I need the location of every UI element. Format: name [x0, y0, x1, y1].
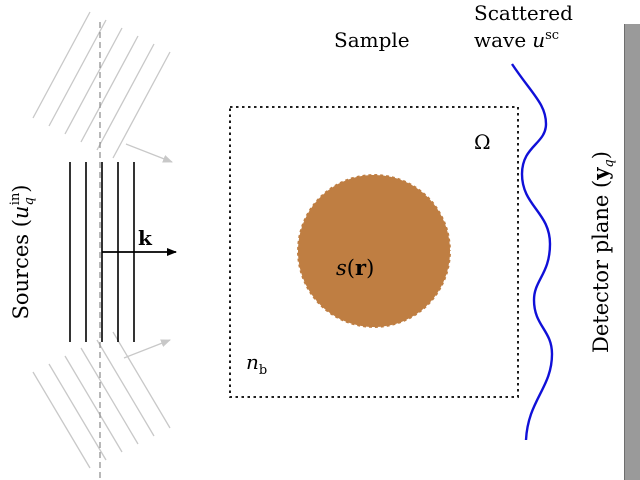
upper-tilted-wavefronts — [32, 11, 171, 159]
lower-wave-arrow — [123, 339, 171, 359]
omega-label: Ω — [474, 130, 491, 154]
scattering-object — [296, 173, 452, 329]
scattered-wave-curve — [511, 63, 554, 441]
object-function-label: s(r) — [336, 255, 374, 280]
scattered-wave-label-line1: Scattered — [474, 1, 573, 25]
sample-label: Sample — [334, 28, 410, 52]
upper-wave-arrow — [125, 143, 173, 163]
k-vector-label: k — [138, 226, 153, 250]
domain-boundary — [229, 106, 519, 398]
background-index-label: nb — [246, 350, 267, 378]
lower-tilted-wavefronts — [32, 331, 171, 469]
detector-plane — [624, 24, 640, 480]
detector-label: Detector plane (yq) — [588, 151, 617, 353]
sources-label: Sources (uqin) — [8, 184, 37, 319]
